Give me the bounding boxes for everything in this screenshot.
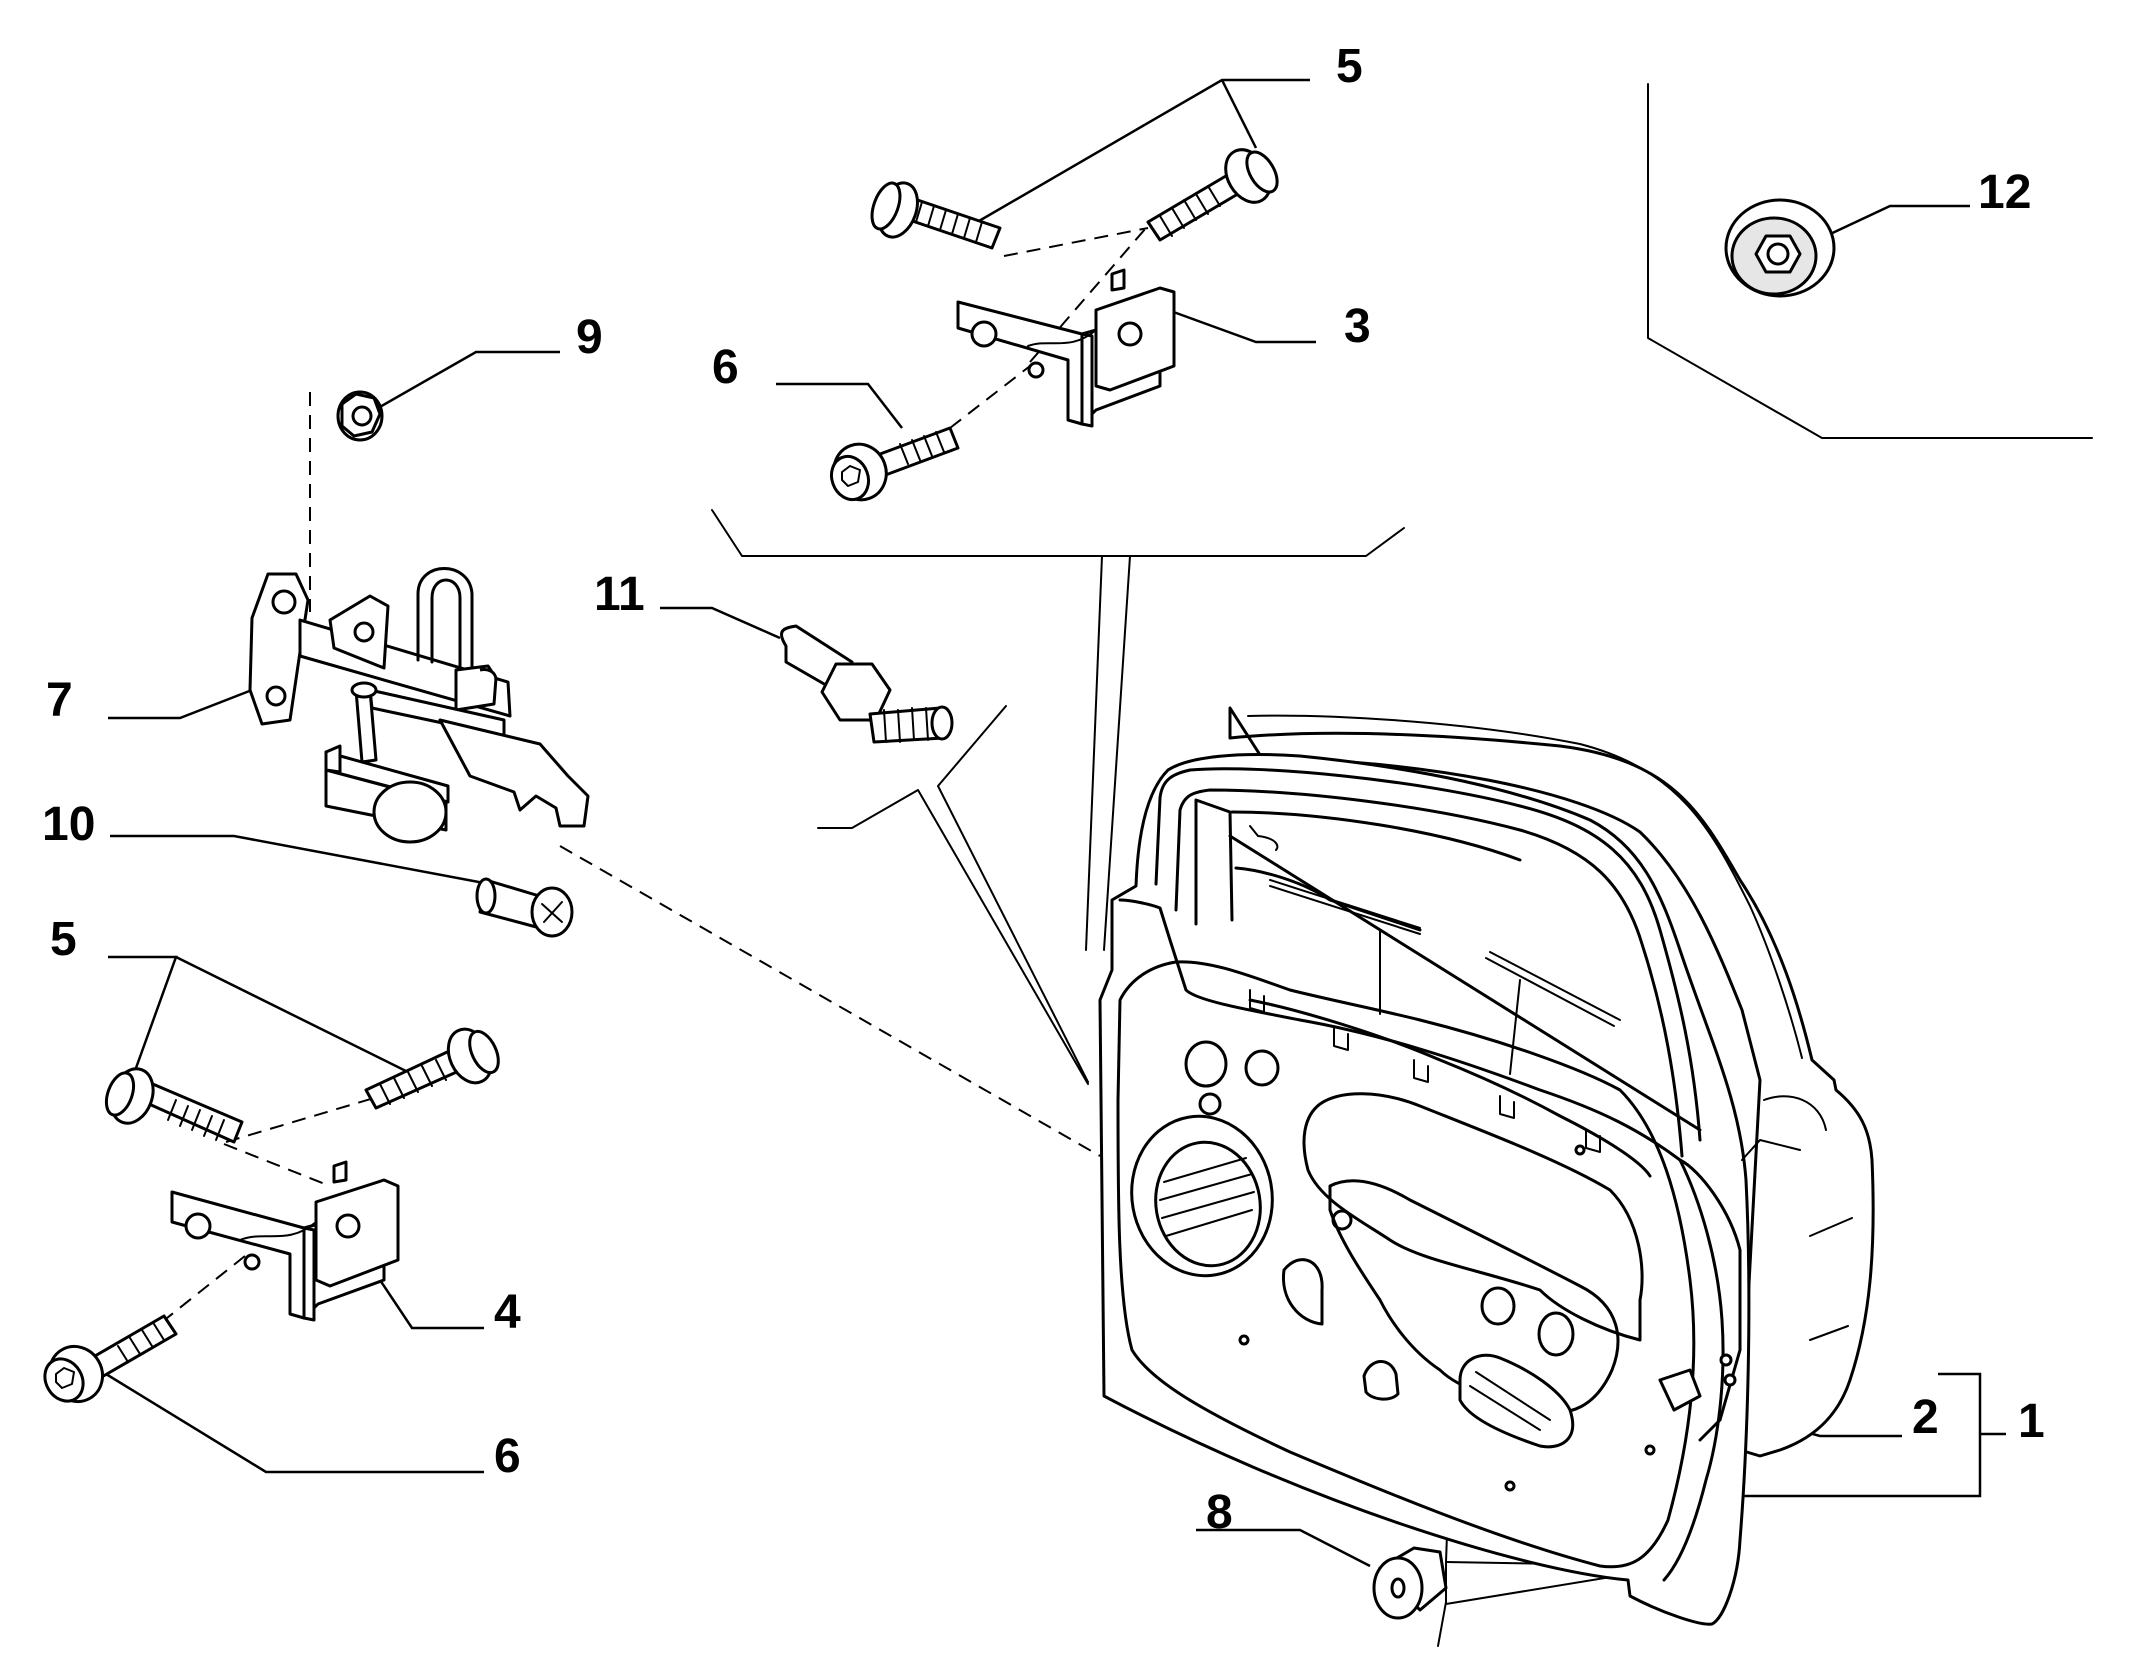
nut-9 [336, 390, 384, 442]
bolt-6-bottom [43, 1314, 178, 1404]
callout-9: 9 [576, 311, 603, 364]
bolt-5-bottom-right [364, 1027, 500, 1110]
callout-5-top: 5 [1336, 40, 1363, 93]
striker-pin-11 [780, 624, 954, 744]
callout-4: 4 [494, 1286, 521, 1339]
callout-1: 1 [2018, 1395, 2045, 1448]
callout-6-bottom: 6 [494, 1430, 521, 1483]
callout-6-top: 6 [712, 341, 739, 394]
door-shell-1-2 [1098, 706, 1875, 1626]
bump-stop-8 [1372, 1546, 1448, 1620]
bolt-6-top [829, 426, 960, 502]
callout-5-bottom: 5 [50, 913, 77, 966]
callout-12: 12 [1978, 166, 2031, 219]
callout-11: 11 [594, 568, 645, 621]
hinge-4-lower [170, 1160, 400, 1322]
bolt-5-top-right [1146, 148, 1279, 242]
bolt-5-bottom-left [104, 1067, 244, 1144]
hinge-3-upper [956, 268, 1176, 428]
door-check-7 [248, 567, 590, 844]
bolt-5-top-left [870, 181, 1002, 250]
callout-3: 3 [1344, 300, 1371, 353]
callout-7: 7 [46, 674, 73, 727]
pin-10 [475, 877, 574, 938]
grommet-12 [1724, 198, 1836, 298]
assembly-lines [161, 227, 1149, 1323]
callout-10: 10 [42, 798, 95, 851]
callout-2: 2 [1912, 1391, 1939, 1444]
